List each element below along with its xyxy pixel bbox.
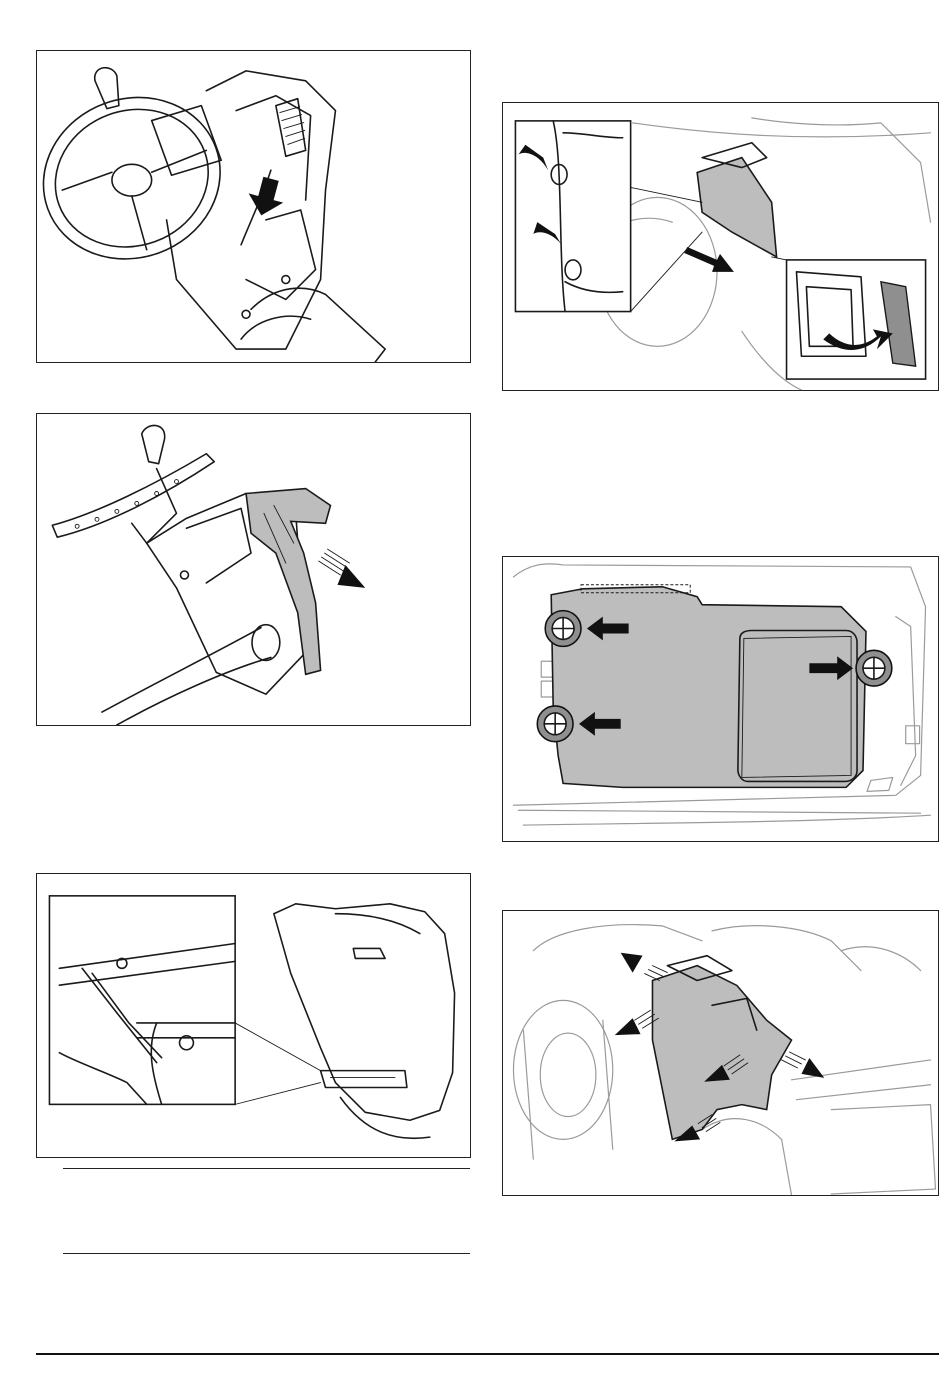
figure-cover-hinge-detail — [36, 873, 471, 1158]
side-panel-removal-illustration — [503, 911, 938, 1195]
footer-rule — [36, 1353, 939, 1355]
hinge-detail-illustration — [37, 874, 470, 1157]
notice-rule-top — [63, 1168, 470, 1169]
figure-side-panel-clips — [502, 102, 939, 391]
side-panel-clips-illustration — [503, 103, 938, 390]
steering-console-illustration — [37, 51, 470, 362]
figure-remove-front-cover — [36, 413, 471, 726]
figure-steering-console-wiring — [36, 50, 471, 363]
figure-battery-cover-knobs — [502, 556, 939, 842]
front-cover-illustration — [37, 414, 470, 725]
battery-cover-illustration — [503, 557, 938, 841]
figure-side-panel-removal — [502, 910, 939, 1196]
notice-rule-bottom — [63, 1253, 470, 1254]
